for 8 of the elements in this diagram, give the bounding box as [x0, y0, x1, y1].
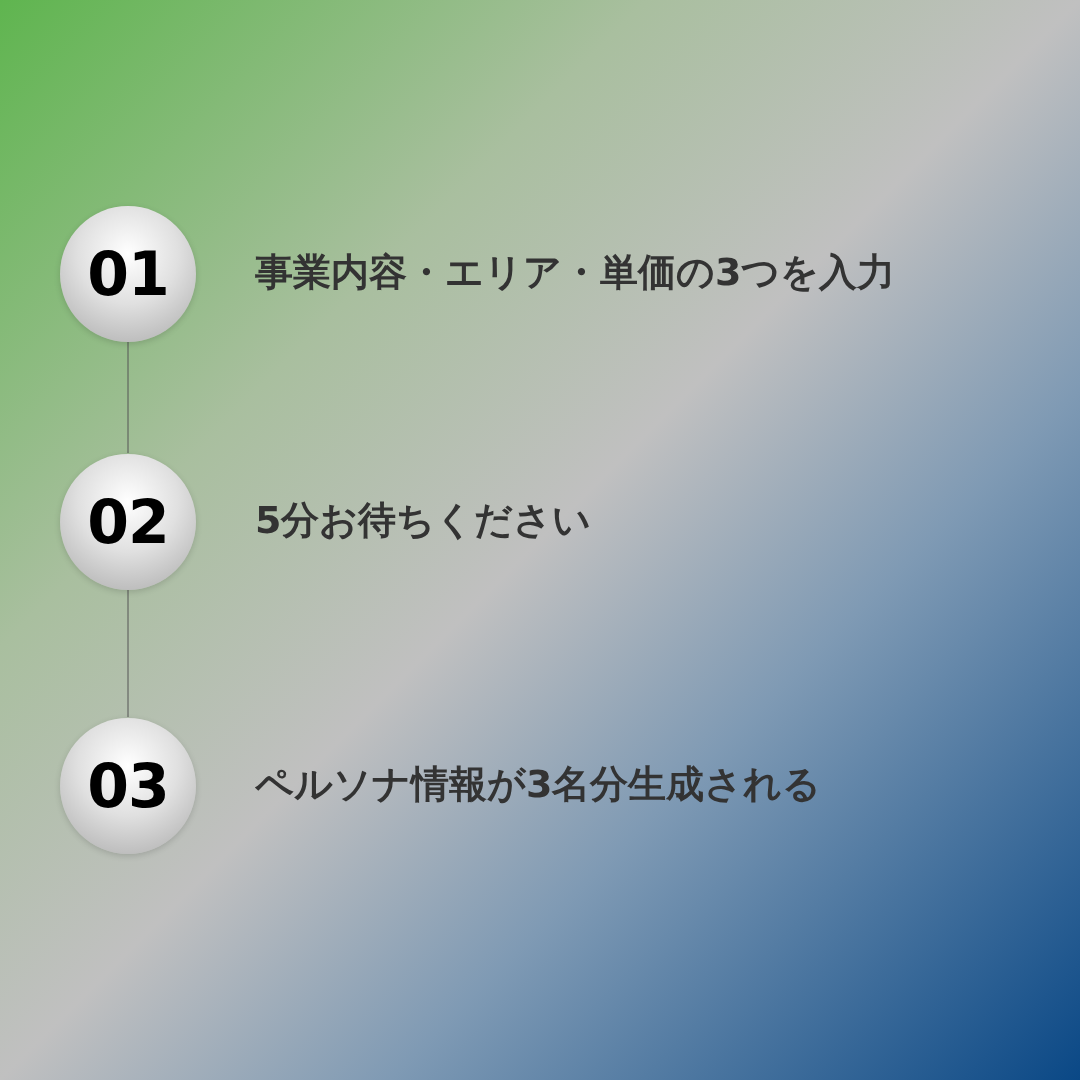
step-text: 事業内容・エリア・単価の3つを入力: [255, 249, 897, 296]
step-text: ペルソナ情報が3名分生成される: [255, 761, 823, 808]
step-number: 03: [87, 756, 169, 816]
connector-line: [127, 589, 129, 718]
step-number: 02: [87, 492, 169, 552]
connector-line: [127, 341, 129, 454]
step-text: 5分お待ちください: [255, 497, 593, 544]
step-number: 01: [87, 244, 169, 304]
